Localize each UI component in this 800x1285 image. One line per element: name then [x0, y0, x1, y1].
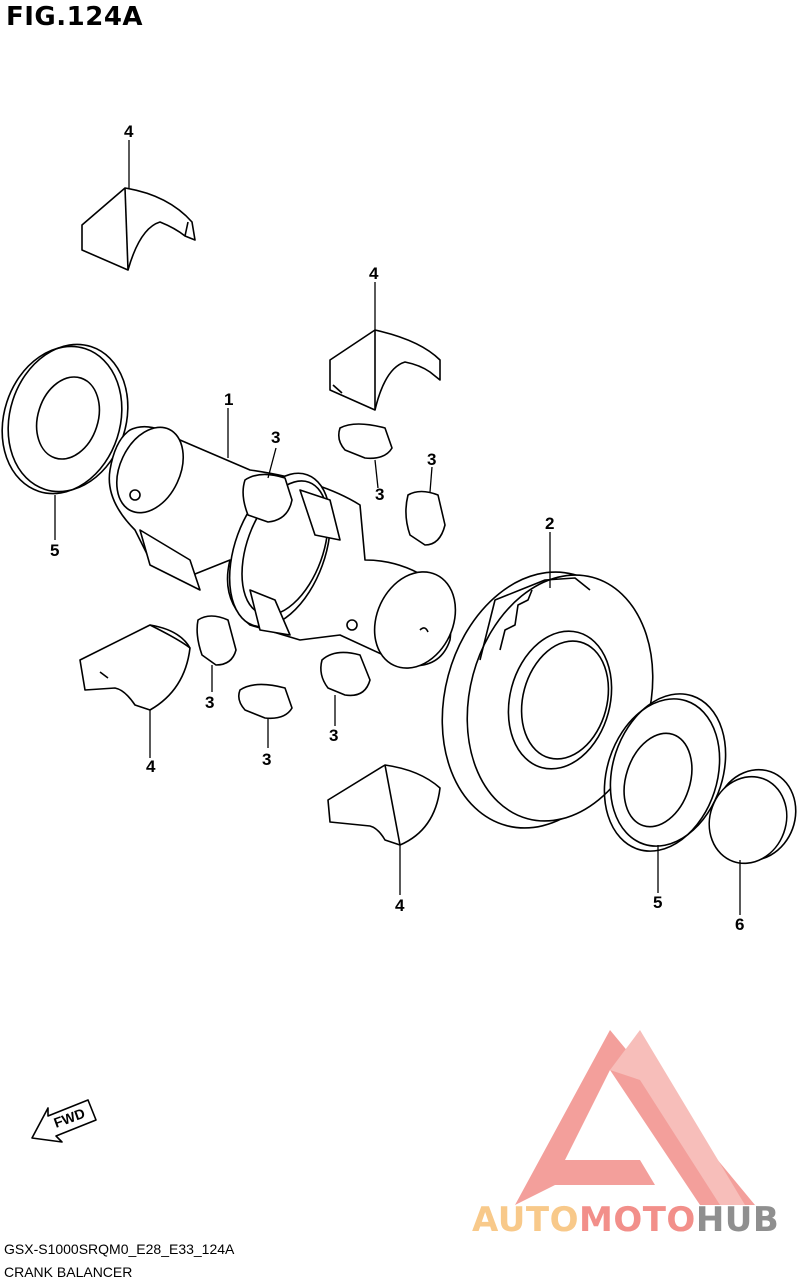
- watermark-moto: MOTO: [578, 1200, 696, 1240]
- damper-5: [238, 683, 293, 720]
- callout-5-left: 5: [50, 541, 59, 560]
- callout-6: 6: [735, 915, 744, 934]
- damper-6: [320, 651, 371, 697]
- callout-3-e: 3: [262, 750, 271, 769]
- bearing-half-low-mid: [327, 764, 441, 846]
- callout-3-d: 3: [205, 693, 214, 712]
- balancer-driven-gear: [441, 571, 654, 829]
- model-code: GSX-S1000SRQM0_E28_E33_124A: [4, 1241, 235, 1257]
- cap: [708, 768, 797, 865]
- callout-4-mid: 4: [369, 264, 379, 283]
- callout-4-low-mid: 4: [395, 896, 405, 915]
- damper-1: [242, 473, 293, 523]
- thrust-washer-right: [603, 693, 727, 852]
- fwd-arrow-icon: [31, 1099, 97, 1143]
- figure-title: FIG.124A: [6, 2, 144, 32]
- callout-3-a: 3: [271, 428, 280, 447]
- watermark-hub: HUB: [695, 1200, 780, 1240]
- callout-3-f: 3: [329, 726, 338, 745]
- callout-3-b: 3: [375, 485, 384, 504]
- bearing-half-low-left: [79, 624, 191, 711]
- balancer-shaft: [108, 425, 457, 669]
- callout-3-c: 3: [427, 450, 436, 469]
- callout-5-right: 5: [653, 893, 662, 912]
- thrust-washer-left: [1, 343, 129, 495]
- bearing-half-mid: [329, 329, 441, 411]
- damper-2: [338, 423, 393, 460]
- bearing-half-top: [81, 187, 196, 271]
- callout-4-top: 4: [124, 122, 134, 141]
- callout-1: 1: [224, 390, 233, 409]
- callout-4-low-left: 4: [146, 757, 156, 776]
- watermark-logo: [515, 1030, 755, 1205]
- damper-3: [405, 490, 446, 546]
- diagram-name: CRANK BALANCER: [4, 1264, 133, 1280]
- callout-2: 2: [545, 514, 554, 533]
- watermark-auto: AUTO: [472, 1200, 579, 1240]
- watermark-wordmark: AUTOMOTOHUB: [472, 1200, 779, 1240]
- damper-4: [196, 615, 237, 666]
